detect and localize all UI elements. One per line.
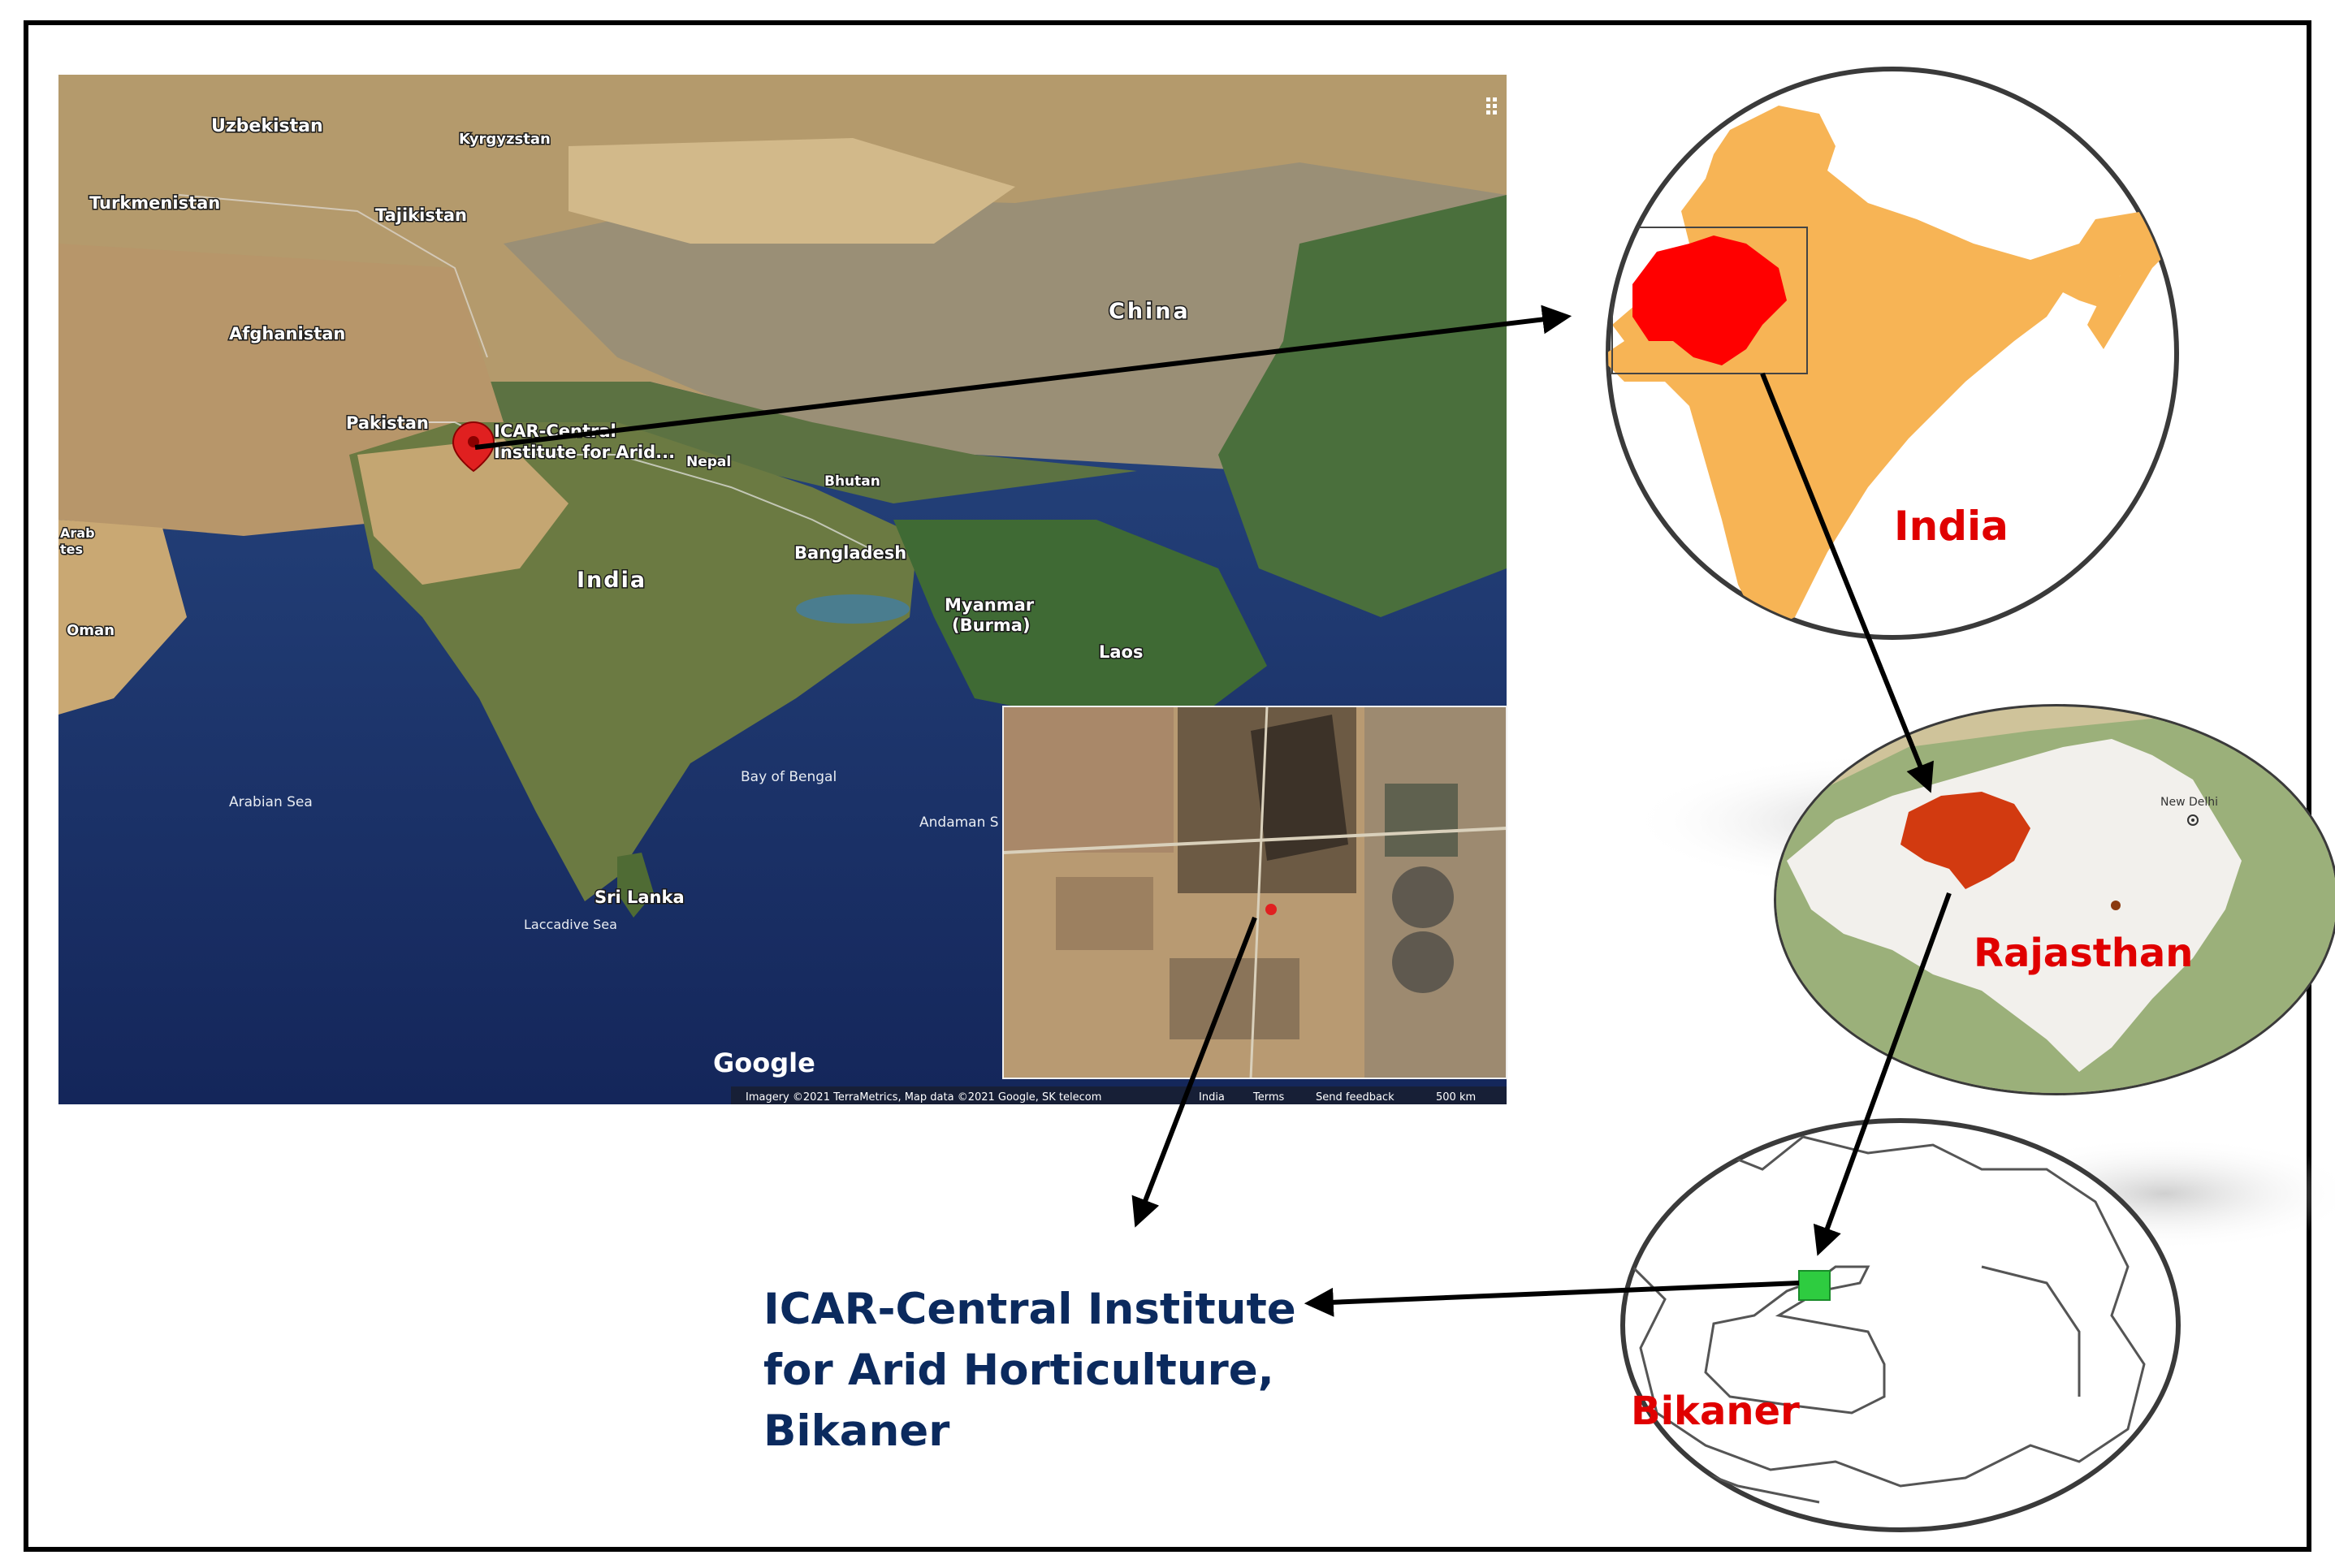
label-arabian-sea: Arabian Sea (229, 794, 313, 810)
label-pakistan: Pakistan (346, 413, 429, 433)
map-footer-feedback[interactable]: Send feedback (1316, 1091, 1395, 1104)
label-bhutan: Bhutan (824, 473, 880, 490)
label-new-delhi: New Delhi (2160, 796, 2218, 809)
new-delhi-icon (2187, 814, 2199, 826)
label-myanmar-2: (Burma) (952, 616, 1031, 635)
label-laos: Laos (1099, 642, 1143, 662)
label-bay-of-bengal: Bay of Bengal (741, 769, 837, 785)
google-logo: Google (713, 1047, 815, 1078)
label-tajikistan: Tajikistan (375, 205, 467, 225)
institute-site-marker (1798, 1270, 1831, 1301)
label-kyrgyzstan: Kyrgyzstan (459, 131, 551, 148)
label-rajasthan: Rajasthan (1974, 931, 2193, 976)
label-andaman: Andaman S (919, 814, 999, 831)
arrow-bikaner-to-caption (1304, 1281, 1800, 1317)
apps-grid-icon[interactable] (1486, 97, 1497, 114)
satellite-map (58, 75, 1507, 1104)
label-oman: Oman (67, 622, 115, 639)
label-uzbekistan: Uzbekistan (211, 116, 323, 136)
caption-line-1: ICAR-Central Institute (763, 1285, 1296, 1334)
label-laccadive-sea: Laccadive Sea (524, 917, 617, 932)
label-bangladesh: Bangladesh (794, 543, 906, 563)
map-footer-terms[interactable]: Terms (1252, 1091, 1285, 1104)
bikaner-inset: Bikaner (1620, 1118, 2181, 1532)
city-dot-icon (2111, 901, 2121, 910)
rajasthan-inset: New Delhi Rajasthan (1774, 704, 2335, 1095)
label-turkmenistan: Turkmenistan (89, 193, 220, 213)
caption-line-3: Bikaner (763, 1406, 949, 1456)
satellite-inset (1003, 706, 1507, 1078)
connector-arrows (474, 305, 1952, 1317)
label-india-map: India (577, 568, 646, 593)
map-footer-imagery: Imagery ©2021 TerraMetrics, Map data ©20… (746, 1091, 1101, 1104)
map-footer-bar (731, 1086, 1507, 1104)
caption-line-2: for Arid Horticulture, (763, 1346, 1274, 1395)
india-inset: India (1606, 67, 2179, 640)
arrow-rajasthan-to-bikaner (1813, 892, 1952, 1256)
location-pin-icon[interactable] (452, 421, 495, 473)
label-china: China (1109, 299, 1191, 324)
map-footer-india: India (1199, 1091, 1225, 1104)
label-myanmar-1: Myanmar (945, 595, 1035, 615)
india-shape (1608, 106, 2144, 633)
label-bikaner: Bikaner (1631, 1389, 1800, 1434)
label-india: India (1894, 503, 2009, 550)
map-footer-scale: 500 km (1436, 1091, 1476, 1104)
arrow-pin-to-india (474, 305, 1572, 450)
rajasthan-shape (1787, 739, 2242, 1072)
label-arab-1: Arab (60, 525, 95, 541)
label-afghanistan: Afghanistan (229, 324, 345, 343)
label-pin-line2: Institute for Arid... (494, 443, 675, 462)
bikaner-shape-rajasthan (1900, 792, 2030, 889)
label-arab-2: tes (60, 542, 83, 557)
map-labels: Uzbekistan Kyrgyzstan Turkmenistan Tajik… (59, 115, 1191, 1079)
institute-caption: ICAR-Central Institute for Arid Horticul… (763, 1285, 1296, 1456)
bikaner-district-outline (1704, 1265, 1886, 1415)
label-sri-lanka: Sri Lanka (595, 888, 685, 907)
rajasthan-shape-india (1632, 235, 1787, 365)
arrow-inset-to-caption (1131, 916, 1257, 1228)
label-nepal: Nepal (686, 454, 731, 470)
arrow-india-to-rajasthan (1760, 372, 1934, 793)
